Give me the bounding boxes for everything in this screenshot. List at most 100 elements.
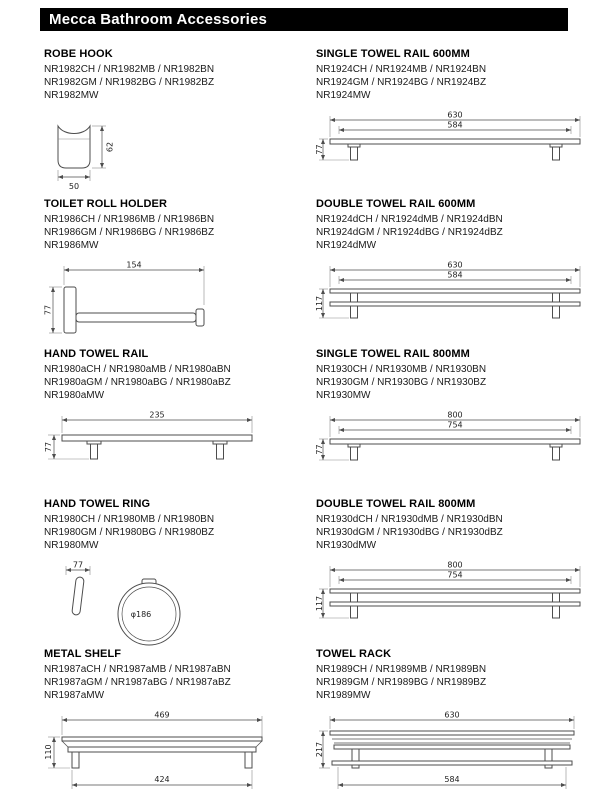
product-codes: NR1930dCH / NR1930dMB / NR1930dBN NR1930… — [316, 513, 596, 552]
product-code-line: NR1989CH / NR1989MB / NR1989BN — [316, 664, 487, 675]
product-code-line: NR1930dMW — [316, 540, 377, 551]
product-code-line: NR1930GM / NR1930BG / NR1930BZ — [316, 377, 487, 388]
product-code-line: NR1924dCH / NR1924dMB / NR1924dBN — [316, 214, 503, 225]
dim-label-width: 630 — [447, 261, 462, 270]
product-card-towel-rack: TOWEL RACK NR1989CH / NR1989MB / NR1989B… — [315, 648, 596, 799]
product-code-line: NR1924GM / NR1924BG / NR1924BZ — [316, 77, 487, 88]
dim-label-bottom-width: 424 — [154, 775, 169, 784]
dim-label-height: 77 — [315, 444, 324, 454]
dim-label-width: 77 — [73, 561, 83, 570]
product-code-line: NR1930CH / NR1930MB / NR1930BN — [316, 364, 487, 375]
product-code-line: NR1930MW — [316, 390, 371, 401]
dim-label-width: 469 — [154, 711, 169, 720]
product-codes: NR1924CH / NR1924MB / NR1924BN NR1924GM … — [316, 63, 596, 102]
dim-label-height: 77 — [315, 144, 324, 154]
product-code-line: NR1986GM / NR1986BG / NR1986BZ — [44, 227, 215, 238]
dim-label-width: 235 — [149, 411, 164, 420]
robe-hook-diagram: 50 62 — [57, 124, 115, 191]
page-header: Mecca Bathroom Accessories — [40, 8, 568, 31]
product-codes: NR1980CH / NR1980MB / NR1980BN NR1980GM … — [44, 513, 316, 552]
product-code-line: NR1982CH / NR1982MB / NR1982BN — [44, 64, 215, 75]
dim-label-inner-width: 584 — [447, 271, 462, 280]
toilet-roll-holder-drawing: 154 77 — [44, 261, 316, 343]
product-code-line: NR1982GM / NR1982BG / NR1982BZ — [44, 77, 215, 88]
dim-label-height: 62 — [106, 142, 115, 152]
product-codes: NR1980aCH / NR1980aMB / NR1980aBN NR1980… — [44, 363, 316, 402]
product-codes: NR1930CH / NR1930MB / NR1930BN NR1930GM … — [316, 363, 596, 402]
dim-label-height: 77 — [44, 305, 53, 315]
dim-label-width: 630 — [447, 111, 462, 120]
robe-hook-drawing: 50 62 — [44, 111, 316, 191]
product-card-single-towel-rail-600: SINGLE TOWEL RAIL 600MM NR1924CH / NR192… — [315, 48, 596, 198]
product-code-line: NR1924CH / NR1924MB / NR1924BN — [316, 64, 487, 75]
product-card-single-towel-rail-800: SINGLE TOWEL RAIL 800MM NR1930CH / NR193… — [315, 348, 596, 498]
product-code-line: NR1980MW — [44, 540, 99, 551]
product-code-line: NR1924dMW — [316, 240, 377, 251]
product-title: TOWEL RACK — [316, 648, 392, 660]
product-grid: ROBE HOOK NR1982CH / NR1982MB / NR1982BN… — [44, 48, 596, 798]
product-code-line: NR1980aCH / NR1980aMB / NR1980aBN — [44, 364, 231, 375]
product-code-line: NR1987aCH / NR1987aMB / NR1987aBN — [44, 664, 231, 675]
toilet-roll-holder-diagram: 154 77 — [44, 261, 205, 334]
product-card-metal-shelf: METAL SHELF NR1987aCH / NR1987aMB / NR19… — [44, 648, 316, 798]
dim-label-height: 117 — [315, 296, 324, 311]
page-title: Mecca Bathroom Accessories — [49, 11, 268, 28]
dim-label-inner-width: 584 — [447, 121, 462, 130]
single-towel-rail-800-drawing: 800 754 77 — [315, 411, 596, 467]
product-card-double-towel-rail-600: DOUBLE TOWEL RAIL 600MM NR1924dCH / NR19… — [315, 198, 596, 348]
product-code-line: NR1989GM / NR1989BG / NR1989BZ — [316, 677, 487, 688]
product-title: METAL SHELF — [44, 648, 122, 660]
single-towel-rail-800-diagram: 800 754 77 — [315, 411, 581, 461]
dim-label-diameter: φ186 — [131, 610, 152, 619]
product-title: SINGLE TOWEL RAIL 800MM — [316, 348, 470, 360]
product-code-line: NR1987aMW — [44, 690, 105, 701]
double-towel-rail-800-diagram: 800 754 117 — [315, 561, 581, 619]
product-codes: NR1924dCH / NR1924dMB / NR1924dBN NR1924… — [316, 213, 596, 252]
product-card-hand-towel-rail: HAND TOWEL RAIL NR1980aCH / NR1980aMB / … — [44, 348, 316, 498]
dim-label-height: 217 — [315, 742, 324, 757]
product-code-line: NR1986MW — [44, 240, 99, 251]
product-codes: NR1982CH / NR1982MB / NR1982BN NR1982GM … — [44, 63, 316, 102]
product-code-line: NR1980GM / NR1980BG / NR1980BZ — [44, 527, 215, 538]
product-code-line: NR1987aGM / NR1987aBG / NR1987aBZ — [44, 677, 231, 688]
product-code-line: NR1930dCH / NR1930dMB / NR1930dBN — [316, 514, 503, 525]
product-code-line: NR1986CH / NR1986MB / NR1986BN — [44, 214, 215, 225]
dim-label-width: 800 — [447, 411, 462, 420]
product-code-line: NR1980CH / NR1980MB / NR1980BN — [44, 514, 215, 525]
single-towel-rail-600-drawing: 630 584 77 — [315, 111, 596, 167]
hand-towel-ring-diagram: 77 φ186 — [65, 561, 181, 646]
product-code-line: NR1980aMW — [44, 390, 105, 401]
dim-label-width: 800 — [447, 561, 462, 570]
product-codes: NR1986CH / NR1986MB / NR1986BN NR1986GM … — [44, 213, 316, 252]
product-title: DOUBLE TOWEL RAIL 800MM — [316, 498, 476, 510]
metal-shelf-drawing: 469 110 424 — [44, 711, 316, 797]
product-title: DOUBLE TOWEL RAIL 600MM — [316, 198, 476, 210]
product-title: TOILET ROLL HOLDER — [44, 198, 168, 210]
product-title: SINGLE TOWEL RAIL 600MM — [316, 48, 470, 60]
product-card-double-towel-rail-800: DOUBLE TOWEL RAIL 800MM NR1930dCH / NR19… — [315, 498, 596, 648]
product-code-line: NR1980aGM / NR1980aBG / NR1980aBZ — [44, 377, 231, 388]
product-codes: NR1989CH / NR1989MB / NR1989BN NR1989GM … — [316, 663, 596, 702]
product-code-line: NR1924dGM / NR1924dBG / NR1924dBZ — [316, 227, 503, 238]
product-card-robe-hook: ROBE HOOK NR1982CH / NR1982MB / NR1982BN… — [44, 48, 316, 198]
towel-rack-diagram: 630 217 584 — [315, 711, 575, 789]
product-code-line: NR1982MW — [44, 90, 99, 101]
dim-label-inner-width: 754 — [447, 571, 462, 580]
dim-label-height: 117 — [315, 596, 324, 611]
hand-towel-ring-drawing: 77 φ186 — [44, 561, 316, 647]
dim-label-height: 110 — [44, 744, 53, 759]
product-title: HAND TOWEL RING — [44, 498, 151, 510]
product-code-line: NR1989MW — [316, 690, 371, 701]
towel-rack-drawing: 630 217 584 — [315, 711, 596, 799]
dim-label-width: 50 — [69, 182, 79, 191]
dim-label-width: 630 — [444, 711, 459, 720]
dim-label-width: 154 — [126, 261, 141, 270]
double-towel-rail-800-drawing: 800 754 117 — [315, 561, 596, 627]
product-card-toilet-roll-holder: TOILET ROLL HOLDER NR1986CH / NR1986MB /… — [44, 198, 316, 348]
dim-label-bottom-width: 584 — [444, 775, 459, 784]
double-towel-rail-600-diagram: 630 584 117 — [315, 261, 581, 319]
product-code-line: NR1930dGM / NR1930dBG / NR1930dBZ — [316, 527, 503, 538]
single-towel-rail-600-diagram: 630 584 77 — [315, 111, 581, 161]
product-title: HAND TOWEL RAIL — [44, 348, 149, 360]
